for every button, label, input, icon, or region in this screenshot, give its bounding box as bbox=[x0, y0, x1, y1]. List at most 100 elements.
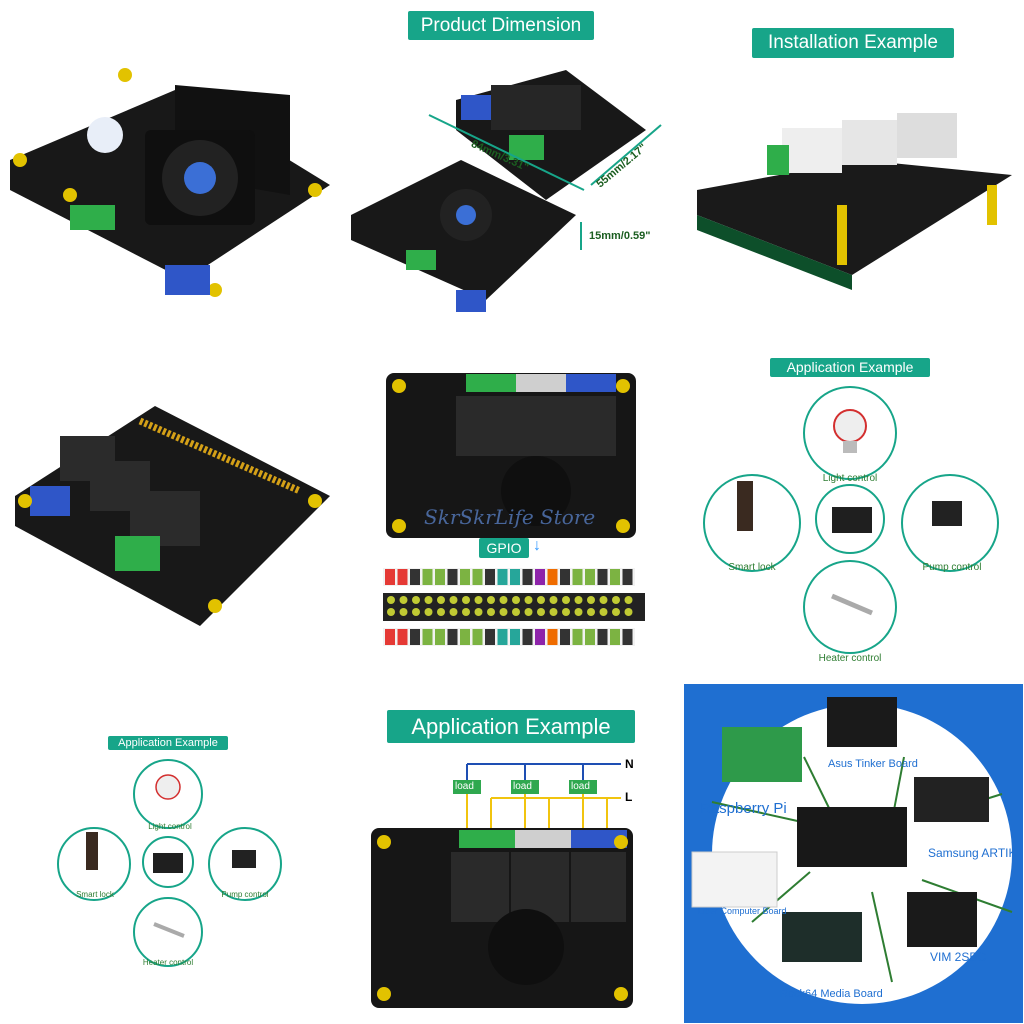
gpio-pin bbox=[512, 596, 520, 604]
gpio-pin bbox=[474, 608, 483, 616]
gpio-pin-tag bbox=[422, 569, 433, 585]
gpio-pin bbox=[437, 596, 445, 604]
gpio-pin bbox=[587, 596, 595, 604]
compat-tinker: Asus Tinker Board bbox=[828, 758, 918, 770]
gpio-pin bbox=[462, 596, 470, 604]
compat-tile: Raspberry Pi Asus Tinker Board Samsung A… bbox=[682, 682, 1023, 1023]
application-diagram-small bbox=[57, 759, 282, 967]
lock-caption: Smart lock bbox=[728, 562, 776, 573]
gpio-pin-tag bbox=[547, 629, 558, 645]
application-diagram-mid bbox=[703, 386, 999, 654]
gpio-pin bbox=[599, 608, 608, 616]
load-label-1: load bbox=[455, 781, 474, 792]
gpio-pin bbox=[387, 608, 395, 616]
dimension-tile: Product Dimension 84mm/3.31" 55mm/2.17" … bbox=[341, 0, 682, 341]
gpio-pin-tag bbox=[597, 569, 608, 585]
neutral-label: N bbox=[625, 757, 634, 771]
gpio-pin bbox=[412, 608, 420, 616]
gpio-pin bbox=[399, 608, 408, 616]
gpio-tile: GPIO ↓ SkrSkrLife Store bbox=[341, 341, 682, 682]
gpio-pin-tag bbox=[610, 569, 620, 585]
gpio-pin-tag bbox=[385, 629, 395, 645]
gpio-pin-tag bbox=[510, 569, 520, 585]
gpio-pin bbox=[387, 596, 395, 604]
dimension-title: Product Dimension bbox=[408, 11, 594, 40]
gpio-pin bbox=[624, 596, 633, 604]
gpio-pin-tag bbox=[397, 569, 408, 585]
gpio-pin-tag bbox=[497, 629, 508, 645]
relay-board-photo bbox=[0, 341, 341, 682]
gpio-pin bbox=[462, 608, 470, 616]
gpio-pin bbox=[537, 596, 545, 604]
gpio-pin-tag bbox=[410, 629, 420, 645]
gpio-pin bbox=[624, 608, 633, 616]
gpio-pin bbox=[574, 596, 583, 604]
arrow-down-icon: ↓ bbox=[533, 537, 541, 554]
gpio-illustration bbox=[383, 373, 645, 646]
lock-caption-small: Smart lock bbox=[76, 890, 114, 899]
gpio-pin-tag bbox=[422, 629, 433, 645]
gpio-pin-tag bbox=[460, 569, 470, 585]
wiring-illustration bbox=[371, 763, 633, 1008]
heater-caption: Heater control bbox=[818, 653, 882, 664]
compat-liber: Liber Computer Board bbox=[698, 906, 787, 916]
gpio-pin bbox=[412, 596, 420, 604]
installation-illustration bbox=[697, 113, 1012, 290]
gpio-pin bbox=[524, 596, 533, 604]
gpio-pin-tag bbox=[510, 629, 520, 645]
gpio-pin-tag bbox=[447, 569, 458, 585]
compat-artik: Samsung ARTIK bbox=[928, 846, 1017, 860]
gpio-pin-tag bbox=[435, 569, 445, 585]
compat-vim: VIM 2SBC bbox=[930, 950, 987, 964]
gpio-pin-tag bbox=[485, 629, 495, 645]
gpio-pin-tag bbox=[535, 569, 545, 585]
gpio-pin bbox=[599, 596, 608, 604]
application-title-small: Application Example bbox=[108, 736, 228, 750]
gpio-pin-tag bbox=[585, 629, 595, 645]
gpio-pin bbox=[487, 596, 495, 604]
gpio-pin-tag bbox=[572, 629, 583, 645]
compat-raspberry: Raspberry Pi bbox=[700, 800, 787, 817]
gpio-pin bbox=[474, 596, 483, 604]
gpio-pin bbox=[499, 608, 508, 616]
gpio-pin bbox=[499, 596, 508, 604]
gpio-pin-tag bbox=[535, 629, 545, 645]
gpio-pin bbox=[549, 596, 558, 604]
gpio-pin-tag bbox=[435, 629, 445, 645]
gpio-pin-tag bbox=[385, 569, 395, 585]
gpio-pin-tag bbox=[410, 569, 420, 585]
compat-rock64: Rock64 Media Board bbox=[780, 988, 883, 1000]
wiring-title: Application Example bbox=[387, 710, 635, 743]
gpio-pin bbox=[612, 608, 620, 616]
gpio-pin bbox=[449, 596, 458, 604]
gpio-pin-strips bbox=[385, 569, 633, 645]
installation-title: Installation Example bbox=[752, 28, 954, 58]
gpio-pin-tag bbox=[585, 569, 595, 585]
gpio-pin-tag bbox=[485, 569, 495, 585]
gpio-pin-tag bbox=[497, 569, 508, 585]
light-caption: Light control bbox=[822, 473, 878, 484]
gpio-pin bbox=[612, 596, 620, 604]
gpio-pin bbox=[399, 596, 408, 604]
gpio-pin bbox=[562, 596, 570, 604]
gpio-pin-tag bbox=[597, 629, 608, 645]
compat-illustration bbox=[684, 684, 1023, 1023]
store-watermark: SkrSkrLife Store bbox=[424, 505, 596, 529]
load-label-3: load bbox=[571, 781, 590, 792]
gpio-pin bbox=[524, 608, 533, 616]
application-title-mid: Application Example bbox=[770, 358, 930, 377]
gpio-label: GPIO bbox=[479, 538, 529, 558]
height-label: 15mm/0.59" bbox=[589, 230, 651, 242]
gpio-pin-tag bbox=[522, 629, 533, 645]
wiring-tile: Application Example load load load N L bbox=[341, 682, 682, 1023]
gpio-pin-tag bbox=[560, 629, 570, 645]
load-label-2: load bbox=[513, 781, 532, 792]
gpio-pin-tag bbox=[547, 569, 558, 585]
gpio-pin-tag bbox=[472, 629, 483, 645]
board-fan-illustration bbox=[10, 68, 330, 297]
application-tile-small: Application Example Light control Smart … bbox=[0, 682, 341, 1023]
gpio-pin bbox=[587, 608, 595, 616]
installation-tile: Installation Example bbox=[682, 0, 1023, 341]
gpio-pin bbox=[424, 596, 433, 604]
relay-board-illustration bbox=[15, 406, 330, 626]
